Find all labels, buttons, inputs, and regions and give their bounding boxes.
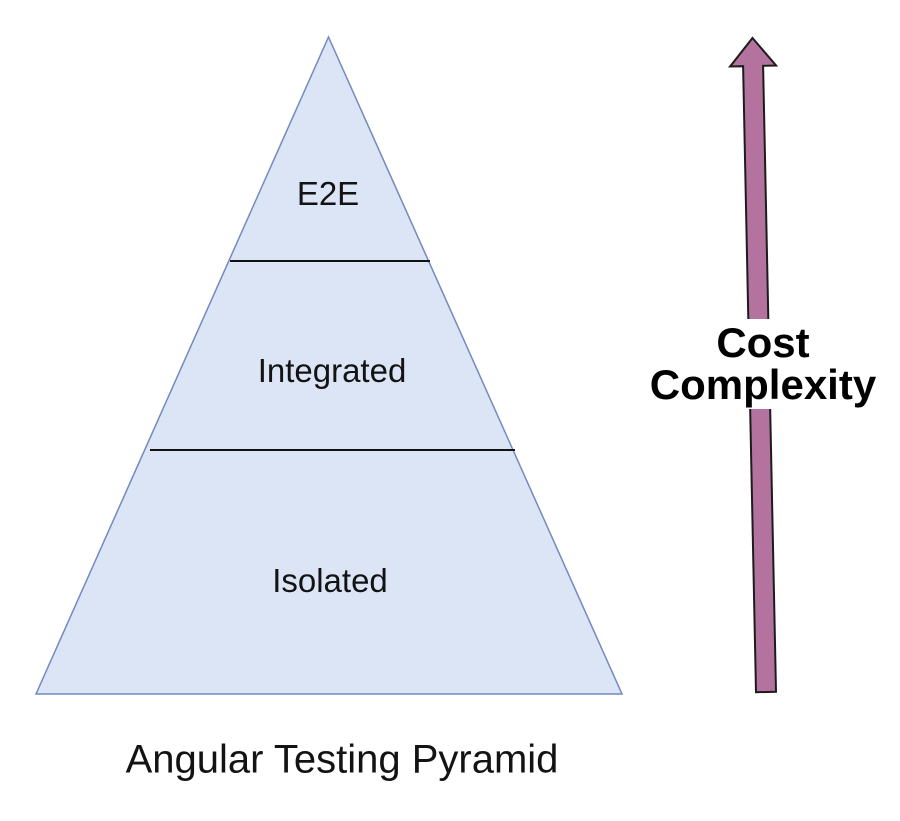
cost-complexity-line1: Cost: [716, 319, 810, 366]
pyramid-level-integrated-label: Integrated: [257, 351, 407, 389]
pyramid-level-e2e-label: E2E: [296, 174, 360, 212]
cost-complexity-line2: Complexity: [649, 361, 877, 408]
pyramid-level-isolated-label: Isolated: [272, 561, 388, 599]
cost-complexity-label: Cost Complexity: [643, 319, 883, 409]
diagram-title: Angular Testing Pyramid: [125, 737, 559, 782]
pyramid-shape: [34, 35, 624, 695]
